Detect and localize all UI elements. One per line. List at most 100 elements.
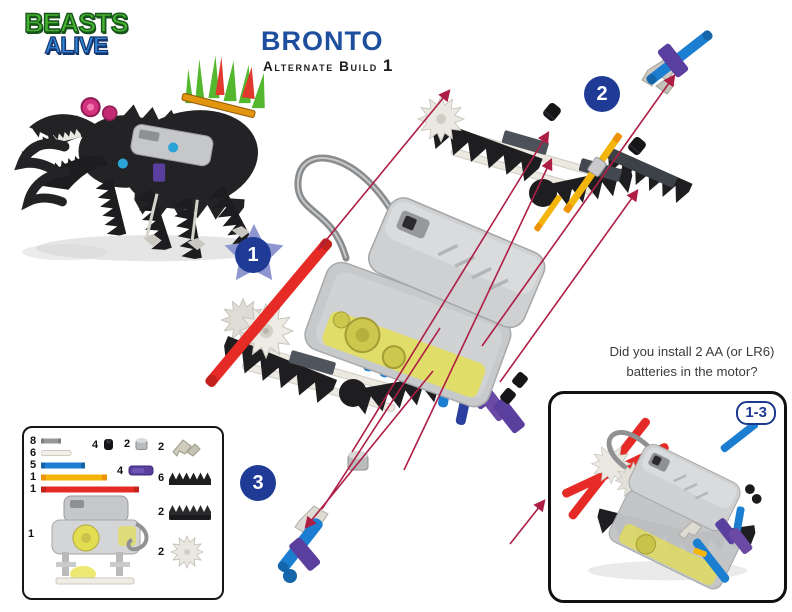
motor-body (608, 489, 740, 590)
parts-item: 1 (30, 483, 141, 495)
black-clip (543, 103, 561, 121)
black-clip (745, 484, 755, 494)
completed-assembly-image (562, 417, 762, 590)
step2-subassembly (417, 95, 693, 232)
blue-rod (692, 538, 730, 583)
parts-item: 8 (30, 435, 63, 447)
blue-accent (168, 142, 179, 153)
purple-accent (153, 163, 166, 182)
parts-item: 2 (124, 437, 149, 451)
part-qty: 1 (30, 483, 37, 495)
part-qty: 6 (158, 472, 165, 484)
summary-box: 1-3 (548, 391, 787, 603)
yellow-rod (563, 132, 623, 214)
motor-wire (606, 430, 659, 470)
part-qty: 1 (28, 528, 35, 540)
subtitle-text: Alternate Build (263, 59, 378, 74)
step2-badge: 2 (584, 76, 620, 112)
parts-item: 5 (30, 459, 87, 471)
black-end-piece (602, 148, 693, 206)
blue-rod (720, 420, 759, 453)
gray-clip (288, 350, 336, 375)
yellow-rod-tip (534, 195, 562, 232)
summary-range-badge: 1-3 (736, 401, 776, 425)
pink-eye-wheel (101, 105, 118, 121)
yellow-rod-tip (693, 547, 707, 557)
battery-motor-icon (51, 495, 149, 585)
back-spikes (185, 55, 265, 109)
part-qty: 2 (158, 546, 165, 558)
tan-foot-connector-icon (172, 439, 201, 457)
part-qty: 8 (30, 435, 37, 447)
motor-wire-highlight (296, 157, 399, 259)
subtitle-number: 1 (382, 56, 393, 75)
black-clip (751, 494, 762, 504)
parts-item: 2 (158, 534, 205, 570)
orange-rod (181, 92, 256, 118)
parts-item: 6 (30, 447, 73, 459)
battery-note-line1: Did you install 2 AA (or LR6) (609, 344, 775, 359)
black-gear-rack-icon (169, 505, 211, 520)
purple-connector-icon (128, 465, 154, 476)
assembly-guide-lines (304, 74, 676, 545)
strip-joint (529, 179, 557, 207)
parts-item: 1 (30, 471, 109, 483)
white-gear-wheel (417, 95, 465, 143)
knex-logo-emboss (437, 243, 509, 291)
red-rod-icon (41, 486, 139, 492)
battery-pack (367, 197, 546, 329)
part-qty: 2 (124, 438, 131, 450)
purple-connector (728, 527, 753, 555)
blue-rod-tip (283, 569, 297, 583)
white-rod-icon (41, 450, 72, 456)
part-qty: 1 (30, 471, 37, 483)
gray-spacer-icon (135, 438, 148, 450)
parts-list-box: 8 6 5 1 1 1 (22, 426, 224, 600)
step1-badge: 1 (235, 237, 271, 273)
beast-claw (21, 167, 71, 211)
battery-note: Did you install 2 AA (or LR6) batteries … (584, 342, 792, 382)
part-qty: 6 (30, 447, 37, 459)
purple-connector (289, 537, 321, 571)
bronto-model-photo (14, 55, 274, 262)
gray-spacer (587, 156, 607, 177)
page-subtitle: Alternate Build 1 (263, 56, 392, 76)
tan-foot-connector (655, 78, 675, 95)
logo-beasts-text: BEASTS (24, 8, 130, 38)
parts-item: 4 (117, 464, 155, 477)
parts-item: 2 (158, 436, 203, 458)
logo-alive-text: ALIVE (44, 32, 109, 58)
white-gear-wheel-icon (170, 535, 204, 569)
top-right-subassembly (641, 30, 713, 95)
strip-joint (339, 379, 367, 407)
parts-item: 6 (158, 466, 211, 490)
red-rod (205, 238, 333, 387)
step3-subassembly (277, 505, 329, 583)
parts-item: 2 (158, 500, 211, 524)
black-clip (500, 388, 516, 404)
battery-pack (628, 444, 741, 532)
white-foot-connector (678, 520, 703, 540)
blue-rod-icon (41, 462, 85, 468)
step3-badge: 3 (240, 465, 276, 501)
part-qty: 4 (92, 438, 99, 451)
motor-body (304, 261, 512, 408)
purple-connector (657, 43, 689, 78)
yellow-rod-icon (41, 474, 107, 480)
battery-motor (294, 154, 546, 408)
part-qty: 2 (158, 441, 165, 453)
black-gear-strip-icon (169, 472, 211, 485)
gray-clip (501, 130, 549, 155)
parts-item: 1 (28, 528, 36, 540)
part-qty: 2 (158, 506, 165, 518)
parts-item: 4 (92, 437, 115, 452)
black-clip (628, 137, 646, 155)
beast-legs (94, 179, 253, 262)
page-title: BRONTO (261, 26, 384, 56)
blue-accent (117, 158, 128, 169)
part-qty: 4 (117, 464, 124, 477)
small-gray-rod-icon (41, 438, 61, 444)
battery-note-line2: batteries in the motor? (626, 363, 758, 379)
purple-connector (493, 397, 525, 434)
